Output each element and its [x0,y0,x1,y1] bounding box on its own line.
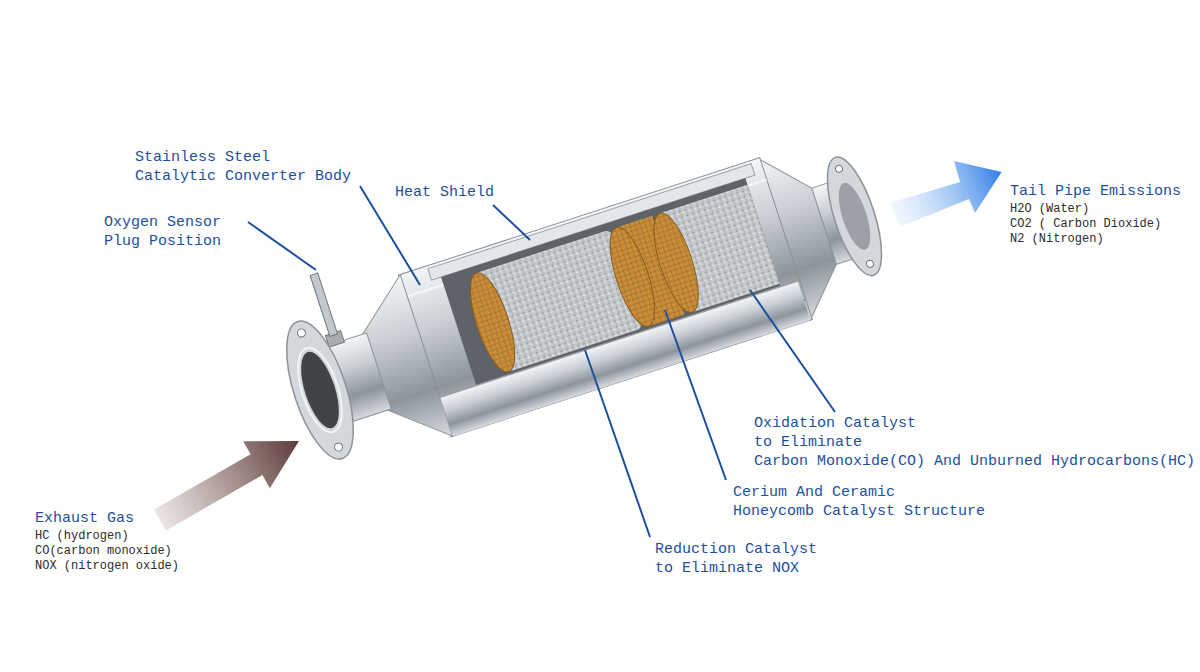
gas-item: HC (hydrogen) [35,529,129,544]
heading-label: Exhaust Gas [35,509,134,528]
leader-line [665,310,726,480]
leader-line [585,350,650,537]
part-label: Oxygen Sensor Plug Position [104,213,221,251]
part-label: Oxidation Catalyst to Eliminate Carbon M… [754,414,1195,471]
heading-label: Tail Pipe Emissions [1010,182,1181,201]
leader-line [248,222,316,270]
leader-line [750,290,835,412]
part-label: Stainless Steel Catalytic Converter Body [135,148,351,186]
gas-item: CO2 ( Carbon Dioxide) [1010,217,1161,232]
gas-item: H2O (Water) [1010,202,1089,217]
part-label: Reduction Catalyst to Eliminate NOX [655,540,817,578]
exhaust-arrow [154,441,299,530]
gas-item: CO(carbon monoxide) [35,544,172,559]
gas-item: N2 (Nitrogen) [1010,232,1104,247]
part-label: Heat Shield [395,183,494,202]
leader-line [493,205,530,240]
part-label: Cerium And Ceramic Honeycomb Catalyst St… [733,483,985,521]
gas-item: NOX (nitrogen oxide) [35,559,179,574]
emission-arrow [890,161,1002,227]
